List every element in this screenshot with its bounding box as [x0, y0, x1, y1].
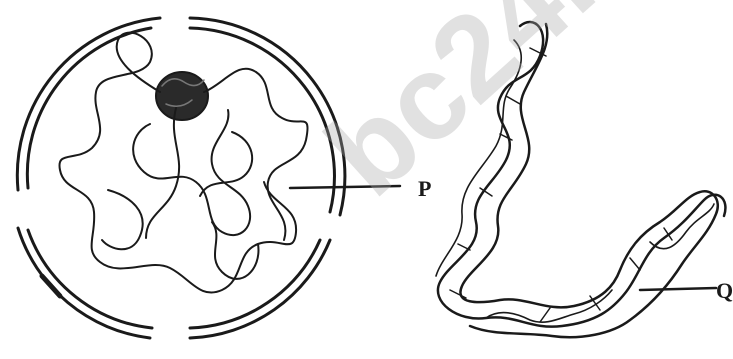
nuclear-envelope: [17, 18, 345, 338]
label-q: Q: [716, 280, 733, 302]
label-p: P: [418, 178, 431, 200]
chromosome: [436, 22, 725, 337]
nucleolus: [156, 72, 208, 120]
pointer-line-p: [290, 186, 400, 188]
pointer-line-q: [640, 288, 716, 290]
chromatin-network: [59, 33, 400, 293]
